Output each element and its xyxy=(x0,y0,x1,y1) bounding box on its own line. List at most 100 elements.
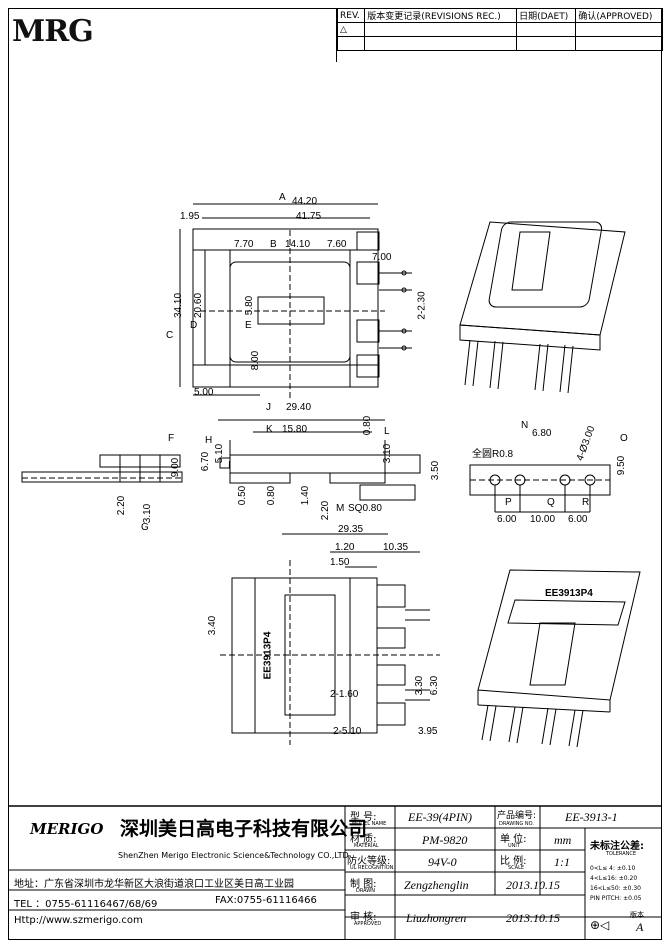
label-i: I xyxy=(228,460,231,471)
dim-sq0-80: SQ0.80 xyxy=(348,503,382,514)
dim-r0-8: 全圆R0.8 xyxy=(472,449,514,460)
title-block-grid xyxy=(8,805,662,940)
mrg-logo: MRG xyxy=(12,14,94,49)
tolerance-title-en: TOLERANCE xyxy=(606,851,637,857)
approved-label-en: APPROVED xyxy=(354,921,382,927)
drawing-sheet xyxy=(8,8,662,940)
dim-3-50: 3.50 xyxy=(430,460,442,481)
dim-3-40: 3.40 xyxy=(207,615,219,636)
dim-1-95: 1.95 xyxy=(180,211,200,222)
material-value: PM-9820 xyxy=(422,833,468,847)
address: 地址：广东省深圳市龙华新区大浪街道浪口工业区美日高工业园 xyxy=(14,879,294,890)
label-n: N xyxy=(521,420,529,431)
ul-label-en: UL RECOGNITION xyxy=(350,865,394,871)
tolerance-1: 0<L≤ 4: ±0.10 xyxy=(590,865,636,872)
dim-0-80b: 0.80 xyxy=(266,485,278,506)
dim-29-40: 29.40 xyxy=(286,402,312,413)
ul-value: 94V-0 xyxy=(428,855,457,869)
dim-8-00: 8.00 xyxy=(250,350,262,371)
website-url: Http://www.szmerigo.com xyxy=(14,915,143,926)
dim-6-80: 6.80 xyxy=(532,428,552,439)
dim-5-80: 5.80 xyxy=(244,295,256,316)
drawn-date: 2013.10.15 xyxy=(506,878,560,892)
label-q: Q xyxy=(547,497,555,508)
label-g: G xyxy=(141,522,149,533)
iso-view-top xyxy=(459,221,626,394)
dim-10-35: 10.35 xyxy=(383,542,409,553)
label-d: D xyxy=(190,320,198,331)
label-c: C xyxy=(166,330,174,341)
material-label-en: MATERIAL xyxy=(354,843,379,849)
dim-7-70: 7.70 xyxy=(234,239,254,250)
label-r: R xyxy=(582,497,590,508)
dim-2-1-60: 2-1.60 xyxy=(330,689,359,700)
label-l: L xyxy=(384,426,390,437)
drawn-by: Zengzhenglin xyxy=(404,878,469,892)
merigo-logo: MERIGO xyxy=(30,820,104,838)
label-m: M xyxy=(336,503,345,514)
part-mark-side: EE3913P4 xyxy=(262,631,274,680)
unit-label: 单 位: xyxy=(500,834,527,845)
projection-symbol-icon: ⊕◁ xyxy=(590,918,610,932)
tolerance-title: 未标注公差: xyxy=(590,841,644,852)
tel: TEL ：0755-61116467/68/69 xyxy=(14,899,158,910)
tolerance-2: 4<L≤16: ±0.20 xyxy=(590,875,638,882)
unit-value: mm xyxy=(554,833,572,847)
bottom-view xyxy=(469,464,611,513)
dim-44-20: 44.20 xyxy=(292,196,318,207)
label-p: P xyxy=(505,497,512,508)
tolerance-3: 16<L≤50: ±0.30 xyxy=(590,885,641,892)
label-a: A xyxy=(279,192,286,203)
dim-1-20: 1.20 xyxy=(335,542,355,553)
drawing-no-value: EE-3913-1 xyxy=(565,810,618,824)
dim-2-2-30: 2-2.30 xyxy=(416,291,428,320)
dim-3-30: 3.30 xyxy=(414,675,426,696)
company-name-cn: 深圳美日高电子科技有限公司 xyxy=(120,818,368,840)
label-e: E xyxy=(245,320,252,331)
dim-7-60: 7.60 xyxy=(327,239,347,250)
dim-2-20a: 2.20 xyxy=(320,500,332,521)
dim-1-40: 1.40 xyxy=(300,485,312,506)
approved-by: Liuzhongren xyxy=(406,911,467,925)
label-h: H xyxy=(205,435,213,446)
scale-value: 1:1 xyxy=(554,855,570,869)
label-j: J xyxy=(266,402,271,413)
dim-6-30: 6.30 xyxy=(429,675,441,696)
model-label-en: MODEL NAME xyxy=(352,821,387,827)
tolerance-4: PIN PITCH: ±0.05 xyxy=(590,895,642,902)
iso-view-bottom xyxy=(477,569,641,748)
version-label: 版本 xyxy=(630,911,644,919)
dim-0-50: 0.50 xyxy=(237,485,249,506)
front-view xyxy=(218,419,421,535)
dim-34-10: 34.10 xyxy=(173,292,185,319)
top-view xyxy=(179,203,412,400)
material-label: 材 质: xyxy=(350,834,377,845)
dim-0-80a: 0.80 xyxy=(362,415,374,436)
dim-9-50: 9.50 xyxy=(616,455,628,476)
label-f: F xyxy=(168,433,175,444)
drawn-label: 制 图: xyxy=(350,879,377,890)
dim-20-60: 20.60 xyxy=(193,292,205,319)
dim-15-80: 15.80 xyxy=(282,424,308,435)
dim-6-00a: 6.00 xyxy=(497,514,517,525)
drawn-label-en: DRAWN xyxy=(356,888,375,894)
part-mark-iso: EE3913P4 xyxy=(545,588,593,599)
ul-label: 防火等级: xyxy=(347,856,391,867)
dim-6-70: 6.70 xyxy=(200,451,212,472)
dim-7-00: 7.00 xyxy=(372,252,392,263)
dim-3-95: 3.95 xyxy=(418,726,438,737)
version-value: A xyxy=(636,920,644,934)
drawing-no-label-en: DRAWING NO. xyxy=(499,821,534,827)
unit-label-en: UNIT xyxy=(508,843,520,849)
lower-view xyxy=(220,551,440,745)
dim-10-00: 10.00 xyxy=(530,514,556,525)
dim-2-5-10: 2-5.10 xyxy=(333,726,362,737)
dim-14-10: 14.10 xyxy=(285,239,311,250)
model-label: 型 号: xyxy=(350,812,377,823)
label-o: O xyxy=(620,433,628,444)
dim-5-10: 5.10 xyxy=(214,443,226,464)
dim-41-75: 41.75 xyxy=(296,211,322,222)
revision-table: REV. 版本变更记录(REVISIONS REC.) 日期(DAET) 确认(… xyxy=(336,8,663,62)
dim-3-10b: 3.10 xyxy=(142,503,154,524)
scale-label-en: SCALE xyxy=(508,865,525,871)
